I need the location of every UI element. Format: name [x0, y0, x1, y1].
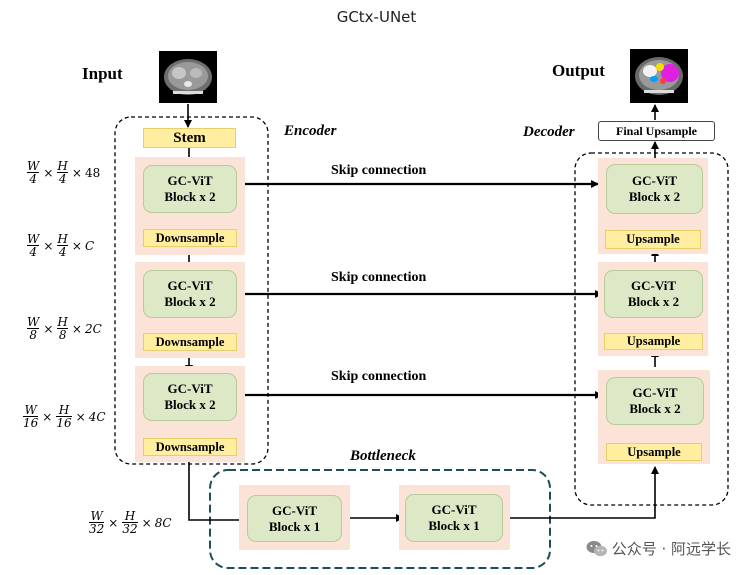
watermark-text: 公众号 · 阿远学长: [611, 540, 731, 558]
block-title: GC-ViT: [631, 173, 678, 188]
decoder-gcvit-block-1: GC-ViT Block x 2: [606, 164, 703, 214]
dim-w-div: 32: [89, 522, 105, 536]
block-title: GC-ViT: [271, 502, 318, 518]
decoder-upsample-3: Upsample: [606, 443, 702, 461]
encoder-gcvit-block-1: GC-ViT Block x 2: [143, 165, 237, 213]
skip-connection-label-3: Skip connection: [331, 369, 427, 384]
dim-h-div: 4: [58, 245, 67, 259]
dim-channels: C: [84, 238, 95, 253]
decoder-label: Decoder: [523, 124, 575, 140]
bottleneck-label: Bottleneck: [350, 448, 416, 464]
decoder-gcvit-block-3: GC-ViT Block x 2: [606, 377, 704, 425]
dim-w-div: 16: [23, 416, 39, 430]
output-label: Output: [552, 61, 605, 80]
block-repeat: Block x 2: [627, 294, 680, 309]
dim-w: W: [27, 232, 40, 246]
dim-w: W: [27, 159, 40, 173]
encoder-gcvit-block-3: GC-ViT Block x 2: [143, 373, 237, 421]
block-title: GC-ViT: [431, 502, 477, 517]
block-title: GC-ViT: [167, 173, 213, 188]
encoder-gcvit-block-2: GC-ViT Block x 2: [143, 270, 237, 318]
block-repeat: Block x 2: [164, 189, 216, 204]
dim-h: H: [58, 403, 70, 417]
encoder-downsample-2: Downsample: [143, 333, 237, 351]
output-segmentation-image: [630, 49, 688, 103]
dim-w: W: [27, 315, 40, 329]
input-label: Input: [82, 64, 123, 83]
dim-channels: 8C: [154, 515, 172, 530]
dim-h: H: [124, 509, 136, 523]
block-title: GC-ViT: [167, 381, 213, 396]
dim-w-div: 8: [29, 328, 37, 342]
block-repeat: Block x 1: [428, 518, 480, 533]
encoder-label: Encoder: [284, 123, 337, 139]
encoder-container: [114, 116, 269, 465]
dim-w-div: 4: [29, 245, 37, 259]
bottleneck-container: [209, 469, 551, 569]
skip-connection-label-2: Skip connection: [331, 270, 427, 285]
dim-h: H: [57, 315, 68, 329]
skip-connection-label-1: Skip connection: [331, 163, 427, 178]
stem-block: Stem: [143, 128, 236, 148]
dim-channels: 4C: [88, 409, 106, 424]
block-title: GC-ViT: [630, 278, 677, 293]
dim-h-div: 32: [122, 522, 138, 536]
dim-h-div: 16: [56, 416, 72, 430]
input-ct-image: [159, 51, 217, 103]
dim-h: H: [57, 232, 68, 246]
dim-w: W: [24, 403, 37, 417]
block-repeat: Block x 1: [268, 518, 321, 534]
encoder-downsample-1: Downsample: [143, 229, 237, 247]
block-repeat: Block x 2: [164, 397, 216, 412]
diagram-title: GCtx-UNet: [336, 8, 417, 26]
encoder-downsample-3: Downsample: [143, 438, 237, 456]
dim-channels: 48: [84, 165, 101, 180]
block-title: GC-ViT: [632, 385, 678, 400]
dim-channels: 2C: [84, 321, 102, 336]
final-upsample-block: Final Upsample: [598, 121, 715, 141]
decoder-gcvit-block-2: GC-ViT Block x 2: [604, 270, 703, 318]
dim-h-div: 8: [58, 328, 67, 342]
watermark: 公众号 · 阿远学长: [586, 538, 731, 559]
bottleneck-gcvit-block-1: GC-ViT Block x 1: [247, 495, 342, 542]
bottleneck-gcvit-block-2: GC-ViT Block x 1: [405, 494, 503, 542]
decoder-upsample-1: Upsample: [605, 230, 701, 249]
block-repeat: Block x 2: [628, 189, 681, 204]
block-title: GC-ViT: [167, 278, 213, 293]
dim-w-div: 4: [29, 172, 37, 186]
wechat-icon: [586, 540, 607, 556]
decoder-upsample-2: Upsample: [604, 333, 703, 350]
dim-w: W: [90, 509, 103, 523]
dim-h: H: [57, 159, 68, 173]
block-repeat: Block x 2: [164, 294, 216, 309]
dim-h-div: 4: [58, 172, 67, 186]
block-repeat: Block x 2: [629, 401, 681, 416]
